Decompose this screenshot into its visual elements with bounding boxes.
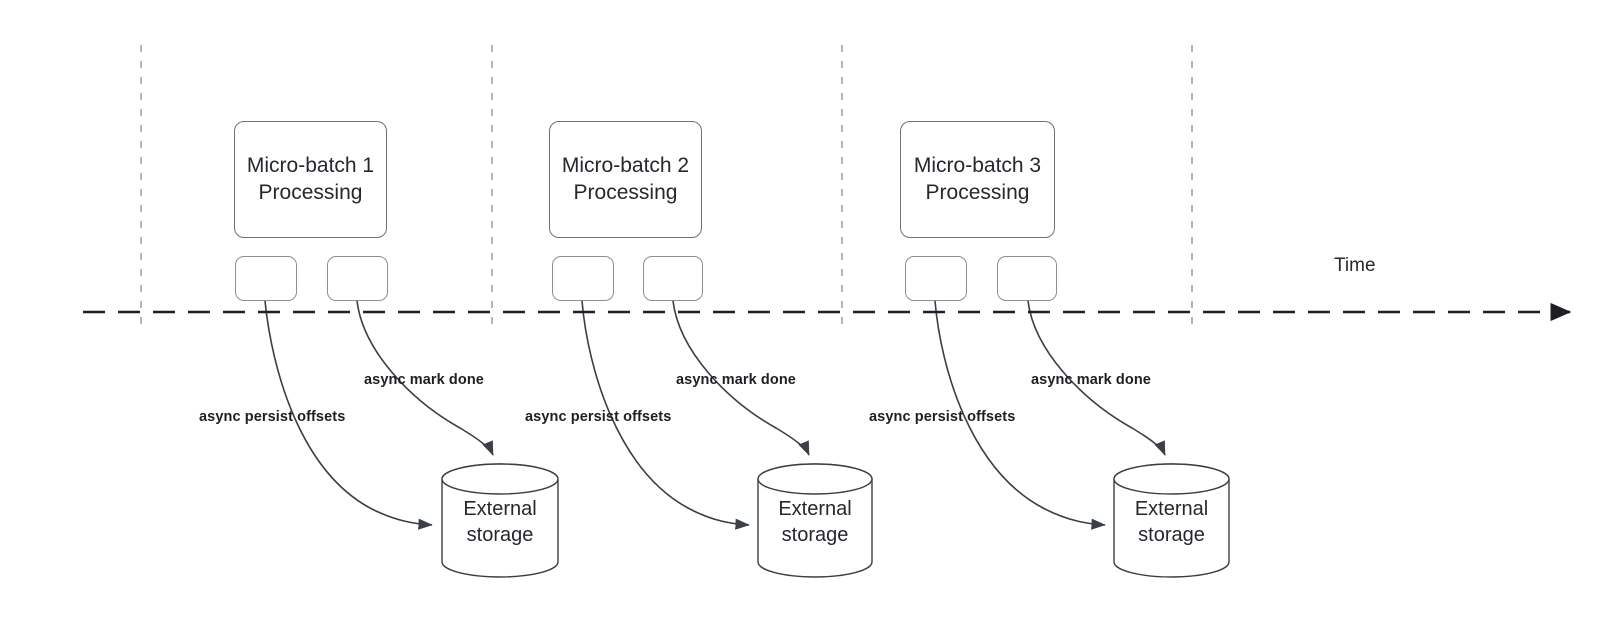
micro-batch-3-task-a[interactable] xyxy=(905,256,967,301)
micro-batch-1-task-b[interactable] xyxy=(327,256,388,301)
async-persist-offsets-1-edge xyxy=(264,300,433,530)
async-mark-done-3-edge xyxy=(1027,300,1166,456)
async-mark-done-2-edge xyxy=(672,300,810,456)
async-mark-done-2-label: async mark done xyxy=(676,372,796,388)
async-mark-done-1-label: async mark done xyxy=(364,372,484,388)
time-axis-label: Time xyxy=(1334,255,1376,276)
micro-batch-2-task-a[interactable] xyxy=(552,256,614,301)
external-storage-3[interactable]: External storage xyxy=(1113,463,1230,578)
async-persist-offsets-3-edge xyxy=(934,300,1106,530)
external-storage-3-shape xyxy=(1113,463,1230,578)
async-persist-offsets-2-label: async persist offsets xyxy=(525,409,672,425)
async-persist-offsets-2-edge xyxy=(581,300,750,530)
external-storage-2-shape xyxy=(757,463,873,578)
micro-batch-2-task-b[interactable] xyxy=(643,256,703,301)
external-storage-1[interactable]: External storage xyxy=(441,463,559,578)
edge-group xyxy=(264,300,1166,530)
micro-batch-1-task-a[interactable] xyxy=(235,256,297,301)
external-storage-2[interactable]: External storage xyxy=(757,463,873,578)
micro-batch-3-task-b[interactable] xyxy=(997,256,1057,301)
async-mark-done-3-label: async mark done xyxy=(1031,372,1151,388)
micro-batch-1-box[interactable]: Micro-batch 1 Processing xyxy=(234,121,387,238)
micro-batch-2-box[interactable]: Micro-batch 2 Processing xyxy=(549,121,702,238)
async-persist-offsets-3-label: async persist offsets xyxy=(869,409,1016,425)
async-mark-done-1-edge xyxy=(356,300,494,456)
micro-batch-3-box[interactable]: Micro-batch 3 Processing xyxy=(900,121,1055,238)
async-persist-offsets-1-label: async persist offsets xyxy=(199,409,346,425)
external-storage-1-shape xyxy=(441,463,559,578)
